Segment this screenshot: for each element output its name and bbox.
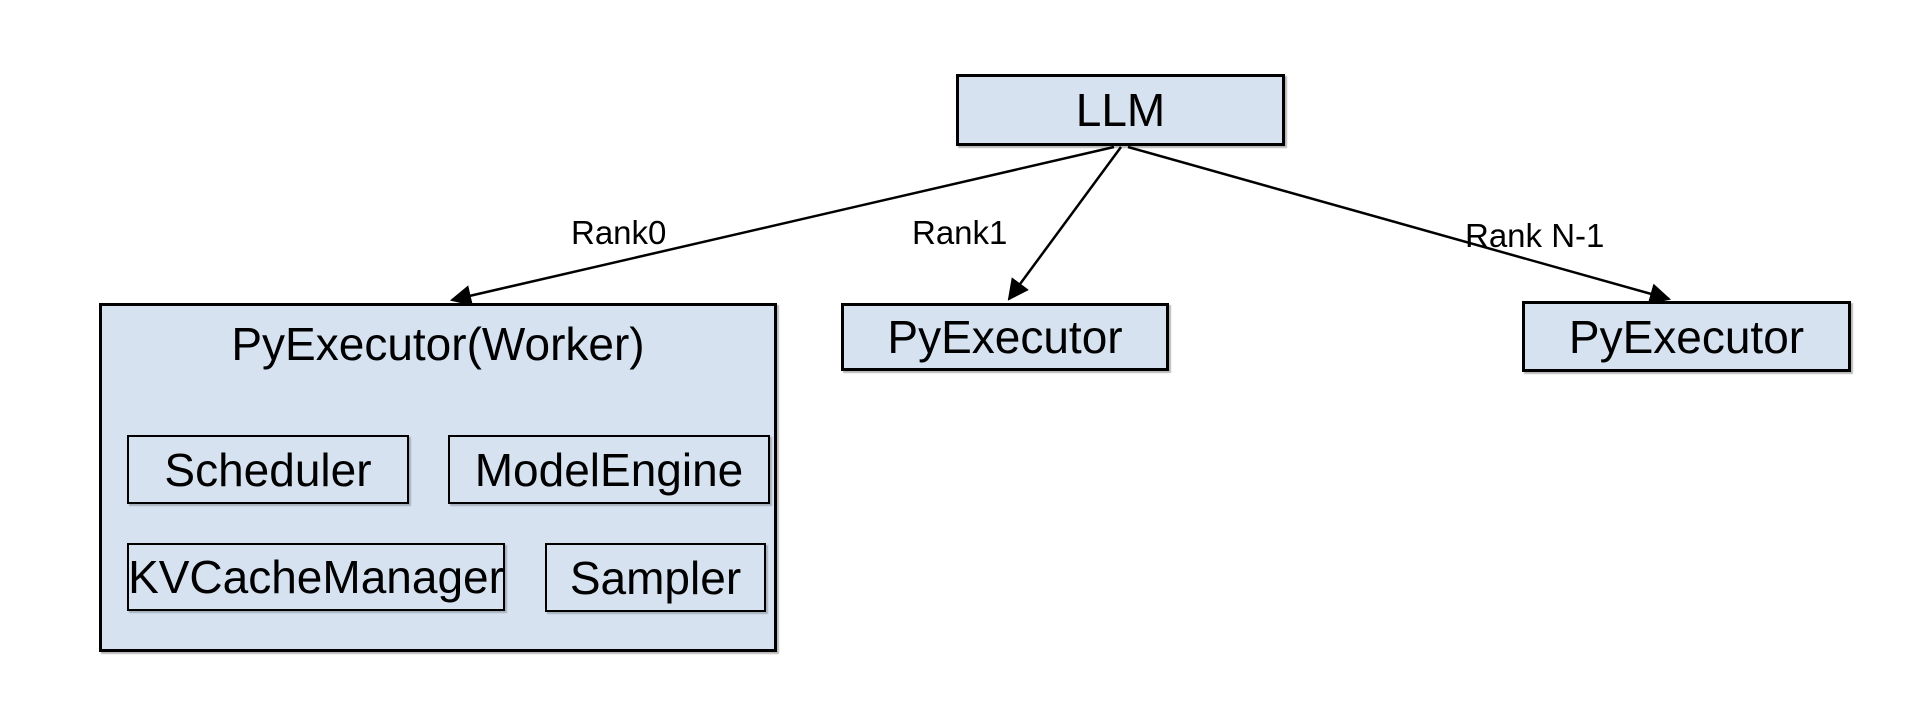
edge-rank0-label: Rank0 bbox=[571, 214, 667, 251]
node-model-engine: ModelEngine bbox=[448, 435, 770, 504]
node-pyexecutor-rank1: PyExecutor bbox=[841, 303, 1169, 371]
edge-rank1-arrow bbox=[1007, 146, 1123, 301]
node-kv-cache-manager-label: KVCacheManager bbox=[128, 551, 504, 603]
node-kv-cache-manager: KVCacheManager bbox=[127, 543, 505, 611]
edge-rank0-arrow bbox=[449, 145, 1115, 307]
node-sampler: Sampler bbox=[545, 543, 766, 612]
node-pyexecutor-rank1-label: PyExecutor bbox=[887, 311, 1123, 363]
edge-rank1-label: Rank1 bbox=[912, 214, 1008, 251]
node-pyexecutor-rank-n-1: PyExecutor bbox=[1522, 301, 1851, 372]
node-pyexecutor-worker-label: PyExecutor(Worker) bbox=[231, 318, 645, 370]
node-scheduler-label: Scheduler bbox=[164, 443, 372, 496]
node-model-engine-label: ModelEngine bbox=[474, 443, 744, 496]
node-pyexecutor-rank-n-1-label: PyExecutor bbox=[1568, 310, 1805, 363]
edge-rank-n-1-label: Rank N-1 bbox=[1465, 217, 1605, 254]
node-sampler-label: Sampler bbox=[569, 551, 742, 604]
node-llm: LLM bbox=[956, 74, 1285, 146]
node-llm-label: LLM bbox=[1075, 84, 1166, 136]
node-scheduler: Scheduler bbox=[127, 435, 409, 504]
